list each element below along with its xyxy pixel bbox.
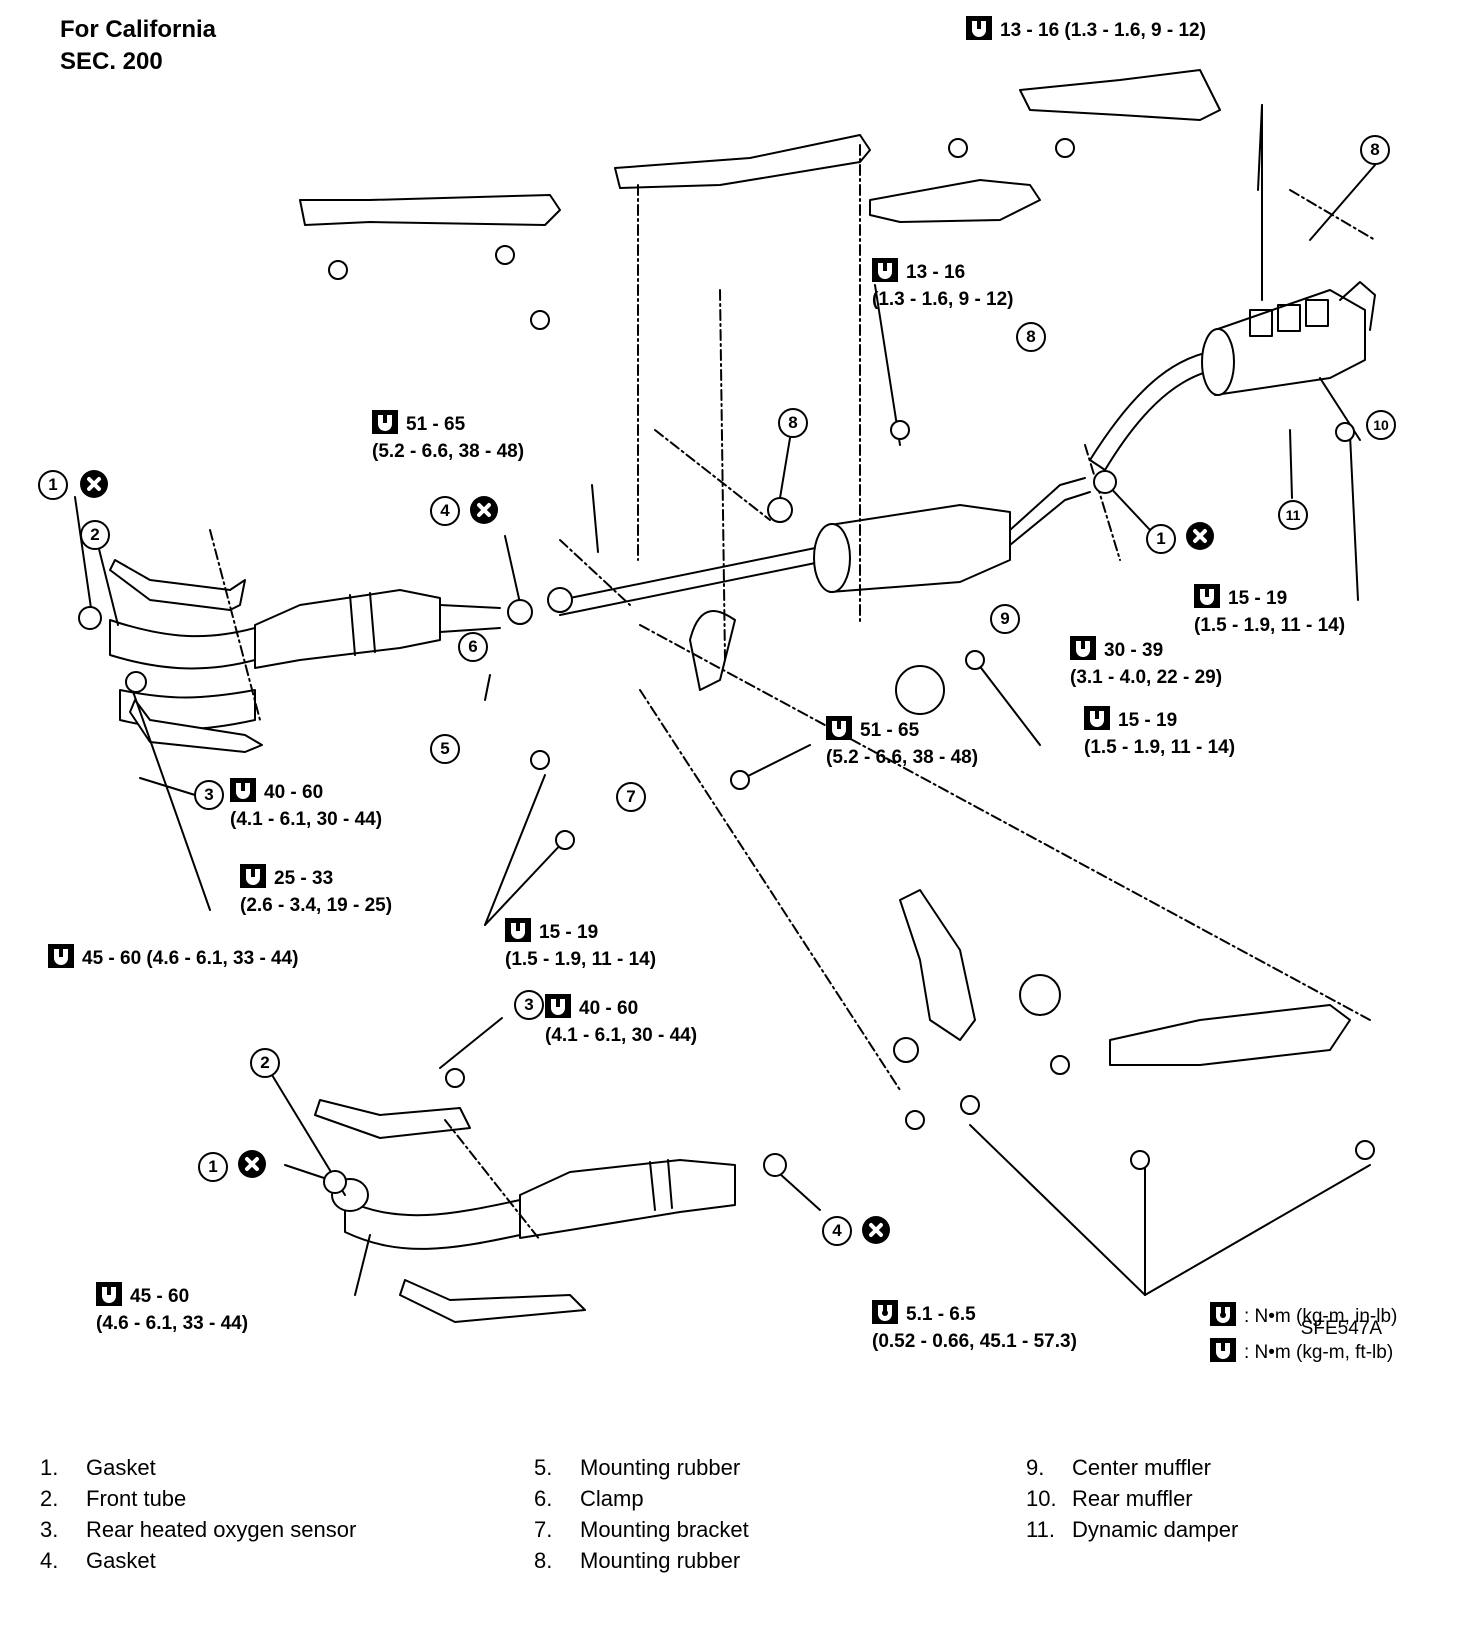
callout-6: 6 (458, 632, 488, 662)
torque-spec: 15 - 19 (1.5 - 1.9, 11 - 14) (505, 918, 656, 973)
replace-x-icon (862, 1216, 890, 1244)
legend-item: 7.Mounting bracket (534, 1517, 749, 1542)
callout-2: 2 (80, 520, 110, 550)
callout-8: 8 (1360, 135, 1390, 165)
torque-spec: 13 - 16 (1.3 - 1.6, 9 - 12) (872, 258, 1014, 313)
torque-spec: 45 - 60 (4.6 - 6.1, 33 - 44) (96, 1282, 248, 1337)
torque-in-lb-icon (872, 1300, 898, 1324)
torque-wrench-icon (826, 716, 852, 740)
torque-wrench-icon (1194, 584, 1220, 608)
torque-spec: 25 - 33 (2.6 - 3.4, 19 - 25) (240, 864, 392, 919)
callout-8: 8 (778, 408, 808, 438)
callout-1: 1 (38, 470, 68, 500)
callout-4: 4 (430, 496, 460, 526)
title-line-2: SEC. 200 (60, 48, 163, 75)
parts-legend: 1.Gasket 2.Front tube 3.Rear heated oxyg… (40, 1452, 1440, 1602)
callout-3: 3 (514, 990, 544, 1020)
callout-10: 10 (1366, 410, 1396, 440)
torque-wrench-icon (230, 778, 256, 802)
legend-item: 10.Rear muffler (1026, 1486, 1193, 1511)
lower-catalytic-converter (519, 1159, 736, 1239)
upper-front-tube (109, 619, 256, 730)
torque-wrench-icon (1084, 706, 1110, 730)
callout-7: 7 (616, 782, 646, 812)
leader-lines (209, 144, 1376, 1241)
torque-wrench-icon (96, 1282, 122, 1306)
center-muffler-drawing (813, 477, 1091, 593)
upper-heat-shields (109, 69, 1221, 753)
torque-spec: 5.1 - 6.5 (0.52 - 0.66, 45.1 - 57.3) (872, 1300, 1077, 1355)
center-pipe (559, 544, 831, 691)
replace-x-icon (238, 1150, 266, 1178)
callout-5: 5 (430, 734, 460, 764)
torque-spec: 30 - 39 (3.1 - 4.0, 22 - 29) (1070, 636, 1222, 691)
torque-wrench-icon (1070, 636, 1096, 660)
title-line-1: For California (60, 16, 217, 43)
torque-wrench-icon (966, 16, 992, 40)
torque-wrench-icon (372, 410, 398, 434)
exhaust-system-diagram (74, 69, 1376, 1323)
torque-wrench-icon (545, 994, 571, 1018)
bolts-and-nuts (78, 138, 1375, 1194)
torque-ft-lb-icon (1210, 1338, 1236, 1362)
torque-spec: 15 - 19 (1.5 - 1.9, 11 - 14) (1194, 584, 1345, 639)
legend-column-2: 5.Mounting rubber 6.Clamp 7.Mounting bra… (534, 1452, 994, 1576)
torque-spec: 15 - 19 (1.5 - 1.9, 11 - 14) (1084, 706, 1235, 761)
torque-wrench-icon (872, 258, 898, 282)
callout-3: 3 (194, 780, 224, 810)
lower-heat-shields (314, 889, 1351, 1323)
callout-1: 1 (198, 1152, 228, 1182)
legend-item: 11.Dynamic damper (1026, 1517, 1239, 1542)
replace-x-icon (80, 470, 108, 498)
torque-in-lb-icon (1210, 1302, 1236, 1326)
torque-spec: 40 - 60 (4.1 - 6.1, 30 - 44) (230, 778, 382, 833)
legend-item: 4.Gasket (40, 1548, 156, 1573)
replace-x-icon (1186, 522, 1214, 550)
legend-item: 3.Rear heated oxygen sensor (40, 1517, 357, 1542)
torque-spec: 51 - 65 (5.2 - 6.6, 38 - 48) (826, 716, 978, 771)
legend-column-3: 9.Center muffler 10.Rear muffler 11.Dyna… (1026, 1452, 1472, 1545)
unit-legend-in-lb: : N•m (kg-m, in-lb) (1210, 1302, 1397, 1330)
callout-1: 1 (1146, 524, 1176, 554)
legend-item: 5.Mounting rubber (534, 1455, 741, 1480)
legend-item: 1.Gasket (40, 1455, 156, 1480)
torque-wrench-icon (505, 918, 531, 942)
figure-code: SFE547A (1300, 1318, 1382, 1339)
callout-4: 4 (822, 1216, 852, 1246)
callout-2: 2 (250, 1048, 280, 1078)
torque-spec: 40 - 60 (4.1 - 6.1, 30 - 44) (545, 994, 697, 1049)
legend-item: 8.Mounting rubber (534, 1548, 741, 1573)
legend-item: 2.Front tube (40, 1486, 187, 1511)
torque-spec: 13 - 16 (1.3 - 1.6, 9 - 12) (966, 16, 1206, 44)
replace-x-icon (470, 496, 498, 524)
legend-column-1: 1.Gasket 2.Front tube 3.Rear heated oxyg… (40, 1452, 500, 1576)
torque-spec: 45 - 60 (4.6 - 6.1, 33 - 44) (48, 944, 299, 972)
legend-item: 6.Clamp (534, 1486, 644, 1511)
callout-9: 9 (990, 604, 1020, 634)
legend-item: 9.Center muffler (1026, 1455, 1211, 1480)
lower-front-tube (331, 1178, 521, 1250)
unit-legend-ft-lb: : N•m (kg-m, ft-lb) (1210, 1338, 1393, 1366)
torque-wrench-icon (240, 864, 266, 888)
torque-wrench-icon (48, 944, 74, 968)
upper-catalytic-converter (254, 589, 501, 669)
diagram-title: For California SEC. 200 (60, 14, 216, 78)
torque-spec: 51 - 65 (5.2 - 6.6, 38 - 48) (372, 410, 524, 465)
pointer-lines (74, 104, 1376, 1296)
callout-11: 11 (1278, 500, 1308, 530)
callout-8: 8 (1016, 322, 1046, 352)
rear-muffler-drawing (1201, 281, 1376, 396)
